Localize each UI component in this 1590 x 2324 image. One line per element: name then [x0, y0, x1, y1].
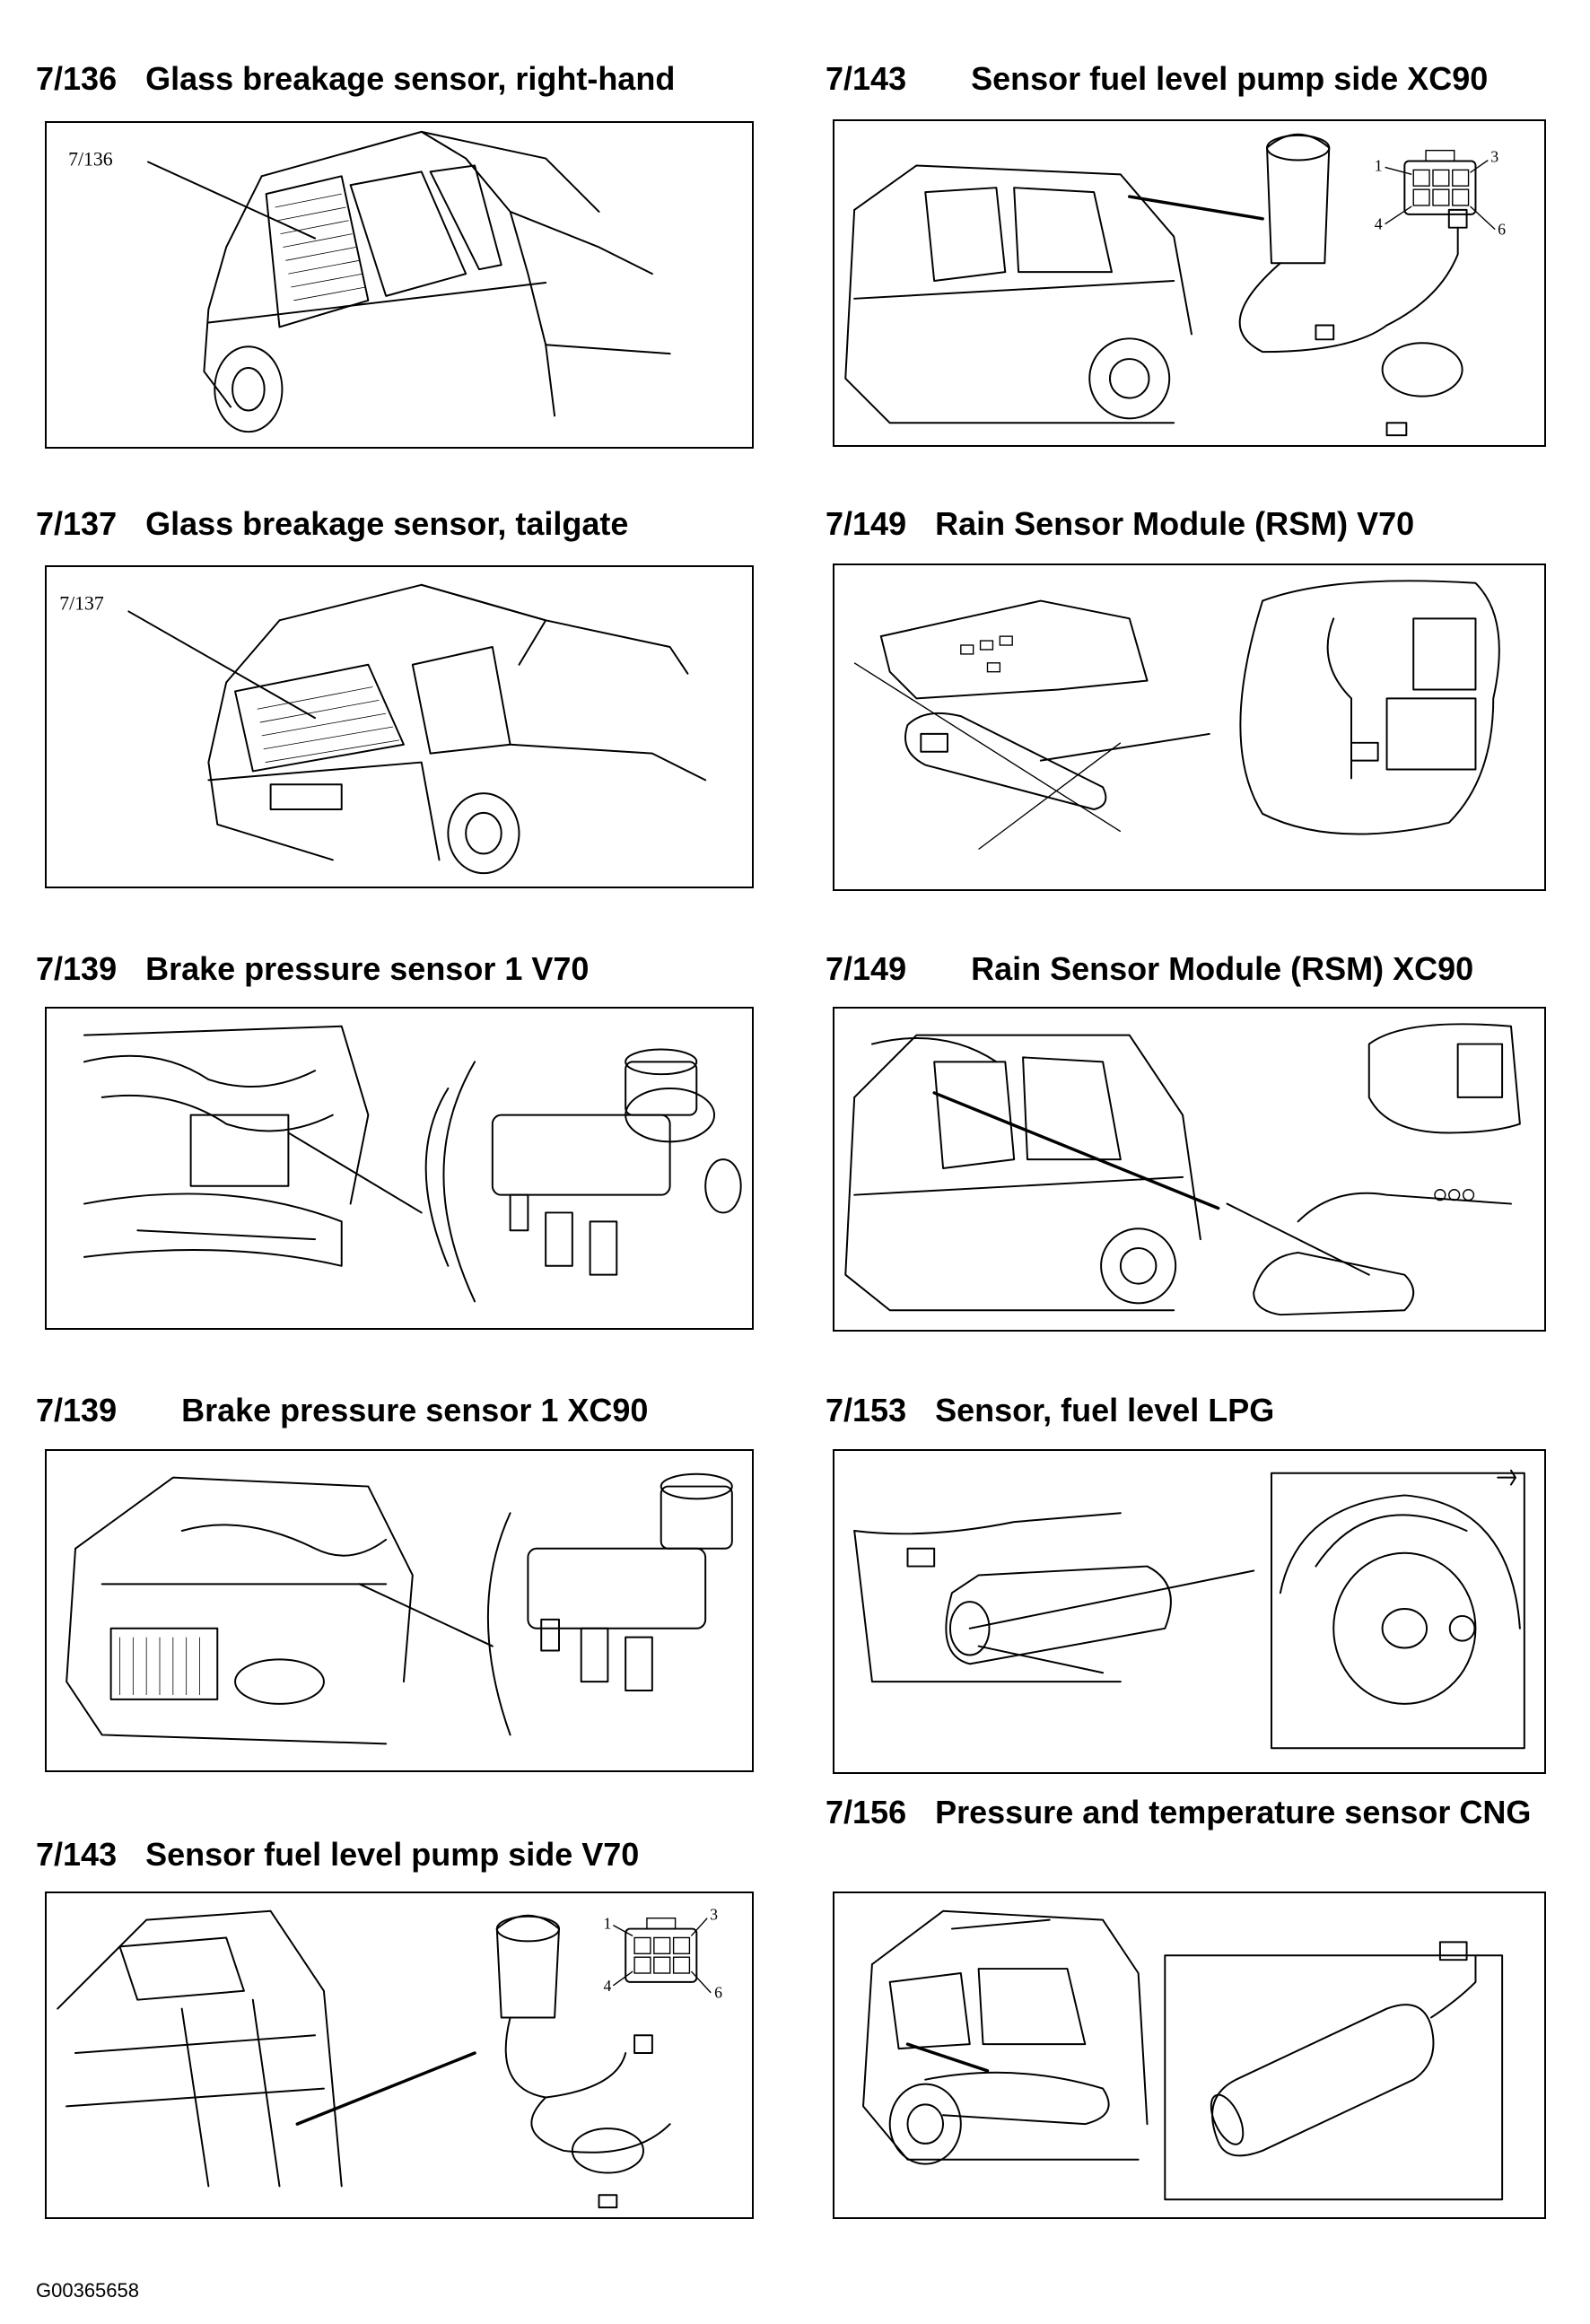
xc90-fuel-pump-illustration: 1 3 4 6 — [844, 133, 1506, 437]
pin-label-3: 3 — [710, 1906, 718, 1924]
figure-fuel-level-xc90: 1 3 4 6 — [833, 119, 1546, 447]
callout-label: 7/137 — [59, 592, 104, 614]
section-title: Brake pressure sensor 1 V70 — [145, 950, 590, 987]
pin-label-6: 6 — [714, 1984, 722, 2002]
section-heading-fuel-level-v70: 7/143 Sensor fuel level pump side V70 — [36, 1835, 639, 1874]
figure-cng-sensor — [833, 1892, 1546, 2219]
car-side-window-illustration: 7/136 — [68, 130, 671, 433]
document-id: G00365658 — [36, 2279, 139, 2302]
section-heading-brake-pressure-v70: 7/139 Brake pressure sensor 1 V70 — [36, 949, 589, 989]
pin-label-6: 6 — [1498, 221, 1506, 239]
pin-label-4: 4 — [603, 1977, 611, 1995]
car-tailgate-illustration: 7/137 — [59, 583, 707, 875]
pin-label-3: 3 — [1490, 147, 1498, 165]
section-number: 7/153 — [826, 1392, 907, 1428]
v70-fuel-pump-illustration: 1 3 4 6 — [57, 1906, 722, 2209]
figure-rain-sensor-xc90 — [833, 1007, 1546, 1332]
section-number: 7/156 — [826, 1794, 907, 1830]
figure-fuel-level-v70: 1 3 4 6 — [45, 1892, 754, 2219]
section-heading-rain-sensor-v70: 7/149 Rain Sensor Module (RSM) V70 — [826, 504, 1414, 544]
section-number: 7/139 — [36, 1392, 118, 1428]
lpg-tank-illustration — [853, 1469, 1525, 1750]
section-title: Sensor fuel level pump side V70 — [145, 1836, 640, 1873]
section-title: Pressure and temperature sensor CNG — [935, 1794, 1532, 1830]
figure-brake-pressure-v70 — [45, 1007, 754, 1330]
xc90-engine-bay-illustration — [66, 1472, 733, 1745]
section-title: Glass breakage sensor, tailgate — [145, 505, 629, 542]
section-number: 7/139 — [36, 950, 118, 987]
section-heading-fuel-level-xc90: 7/143 Sensor fuel level pump side XC90 — [826, 59, 1488, 99]
section-title: Sensor, fuel level LPG — [935, 1392, 1275, 1428]
figure-glass-breakage-tailgate: 7/137 — [45, 565, 754, 888]
section-heading-cng-sensor: 7/156 Pressure and temperature sensor CN… — [826, 1793, 1561, 1832]
section-title: Glass breakage sensor, right-hand — [145, 60, 676, 97]
rearview-mirror-rain-sensor-illustration — [853, 580, 1500, 851]
section-title: Sensor fuel level pump side XC90 — [971, 60, 1489, 97]
section-number: 7/149 — [826, 505, 907, 542]
section-heading-fuel-level-lpg: 7/153 Sensor, fuel level LPG — [826, 1391, 1274, 1430]
section-title: Rain Sensor Module (RSM) XC90 — [971, 950, 1474, 987]
figure-glass-breakage-right: 7/136 — [45, 121, 754, 449]
pin-label-4: 4 — [1375, 215, 1383, 233]
callout-label: 7/136 — [68, 148, 113, 170]
section-number: 7/143 — [826, 60, 907, 97]
section-number: 7/143 — [36, 1836, 118, 1873]
section-number: 7/149 — [826, 950, 907, 987]
section-heading-brake-pressure-xc90: 7/139 Brake pressure sensor 1 XC90 — [36, 1391, 648, 1430]
section-heading-glass-breakage-right: 7/136 Glass breakage sensor, right-hand — [36, 59, 675, 99]
cng-tank-illustration — [862, 1909, 1504, 2201]
figure-rain-sensor-v70 — [833, 564, 1546, 891]
xc90-rearview-mirror-illustration — [844, 1023, 1521, 1316]
pin-label-1: 1 — [1375, 156, 1383, 174]
section-heading-rain-sensor-xc90: 7/149 Rain Sensor Module (RSM) XC90 — [826, 949, 1473, 989]
section-title: Brake pressure sensor 1 XC90 — [181, 1392, 649, 1428]
figure-brake-pressure-xc90 — [45, 1449, 754, 1772]
section-number: 7/137 — [36, 505, 118, 542]
figure-fuel-level-lpg — [833, 1449, 1546, 1774]
engine-bay-master-cylinder-illustration — [83, 1025, 742, 1303]
section-number: 7/136 — [36, 60, 118, 97]
section-title: Rain Sensor Module (RSM) V70 — [935, 505, 1415, 542]
pin-label-1: 1 — [603, 1915, 611, 1933]
section-heading-glass-breakage-tailgate: 7/137 Glass breakage sensor, tailgate — [36, 504, 628, 544]
